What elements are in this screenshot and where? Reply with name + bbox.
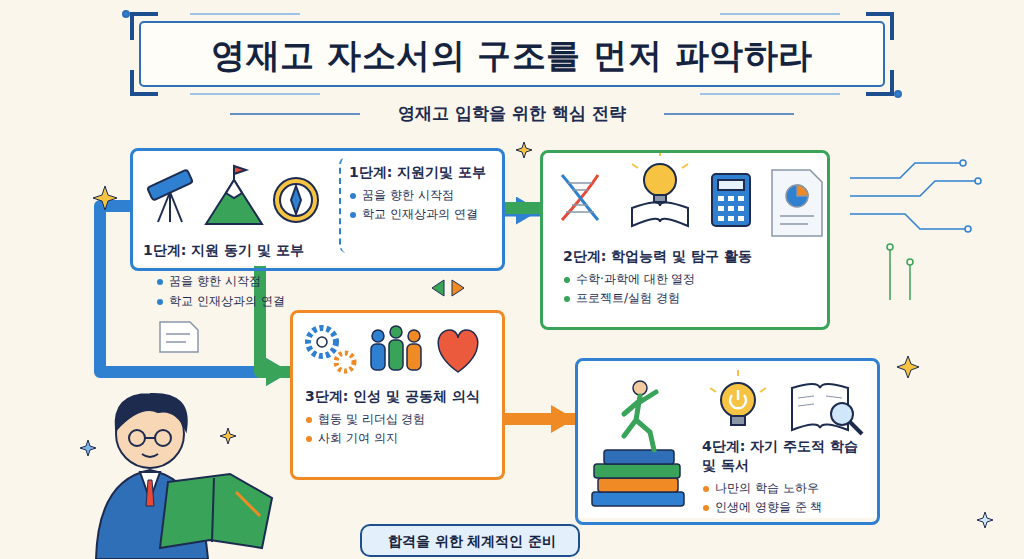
text-area: 2단계: 학업능력 및 탐구 활동수학·과학에 대한 열정프로젝트/실험 경험 <box>563 247 818 309</box>
text-area: 합격을 위한 체계적인 준비 <box>368 532 576 551</box>
book-magnifier-icon <box>792 384 862 434</box>
report-icon <box>772 170 822 236</box>
diagram-title: 영재고 자소서의 구조를 먼저 파악하라 <box>0 33 1024 79</box>
telescope-icon <box>147 169 193 222</box>
bullet-label: 학교 인재상과의 연결 <box>156 293 285 309</box>
stage-heading: 4단계: 자기 주도적 학습 및 독서 <box>702 437 876 475</box>
stage-panel: 4단계: 자기 주도적 학습 및 독서나만의 학습 노하우인생에 영향을 준 책 <box>575 358 880 525</box>
text-area: 4단계: 자기 주도적 학습 및 독서나만의 학습 노하우인생에 영향을 준 책 <box>702 437 876 518</box>
dna-icon <box>562 175 598 220</box>
section-box: 1단계: 지원기및 포부꿈을 향한 시작점학교 인재상과의 연결 <box>339 157 503 253</box>
heart-icon <box>438 330 478 372</box>
student-figure <box>96 394 272 559</box>
stage-heading: 3단계: 인성 및 공동체 의식 <box>305 387 500 406</box>
people-icon <box>371 326 421 370</box>
stage-heading: 2단계: 학업능력 및 탐구 활동 <box>563 247 818 266</box>
bullet-item: 학교 인재상과의 연결 <box>349 206 499 222</box>
bullet-item: 인생에 영향을 준 책 <box>702 499 876 515</box>
subtitle-text: 영재고 입학을 위한 핵심 전략 <box>388 103 636 123</box>
flow-arrow <box>505 413 575 425</box>
calculator-icon <box>712 174 750 226</box>
stage-heading: 1단계: 지원 동기 및 포부 <box>143 241 343 260</box>
text-area: 1단계: 지원 동기 및 포부 <box>143 241 343 265</box>
gears-icon <box>308 328 354 371</box>
bullet-label: 꿈을 향한 시작점 <box>156 273 261 289</box>
bullet-item: 꿈을 향한 시작점 <box>349 187 499 203</box>
stage-panel: 2단계: 학업능력 및 탐구 활동수학·과학에 대한 열정프로젝트/실험 경험 <box>540 150 830 330</box>
stage-panel: 3단계: 인성 및 공동체 의식협동 및 리더십 경험사회 기여 의지 <box>290 310 505 480</box>
bullet-item: 사회 기여 의지 <box>305 430 500 446</box>
text-area: 3단계: 인성 및 공동체 의식협동 및 리더십 경험사회 기여 의지 <box>305 387 500 449</box>
bulb-book-icon <box>632 150 688 226</box>
panel-fills <box>130 148 880 556</box>
stage-panel: 1단계: 지원 동기 및 포부 1단계: 지원기및 포부꿈을 향한 시작점학교 인… <box>130 148 505 271</box>
bullet-item: 수학·과학에 대한 열정 <box>563 271 818 287</box>
double-arrow-symbol <box>432 280 464 296</box>
sparkles <box>80 142 993 528</box>
bullet-item: 협동 및 리더십 경험 <box>305 411 500 427</box>
banner-text: 합격을 위한 체계적인 준비 <box>368 532 576 551</box>
stage-heading: 1단계: 지원기및 포부 <box>349 163 499 182</box>
bullet-item: 나만의 학습 노하우 <box>702 480 876 496</box>
document-icon <box>160 322 198 352</box>
mountain-icon <box>206 166 262 224</box>
circuit-lines <box>850 160 981 300</box>
climber-on-books-icon <box>592 381 684 506</box>
compass-icon <box>274 178 318 222</box>
banner-box: 합격을 위한 체계적인 준비 <box>360 524 580 557</box>
subtitle: 영재고 입학을 위한 핵심 전략 <box>0 102 1024 125</box>
text-area: 1단계: 지원기및 포부꿈을 향한 시작점학교 인재상과의 연결 <box>349 163 499 225</box>
power-bulb-icon <box>710 370 766 425</box>
bullet-item: 프로젝트/실험 경험 <box>563 290 818 306</box>
